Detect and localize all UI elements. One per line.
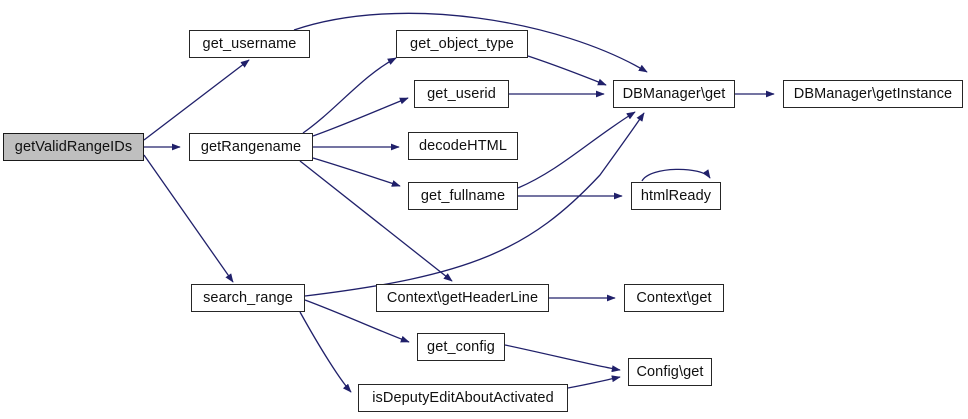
edge-getRangename-to-get_userid: [312, 97, 409, 137]
node-htmlReady[interactable]: htmlReady: [631, 182, 721, 210]
edge-getRangename-to-ContextGetHeaderLine: [299, 160, 453, 282]
edge-getValidRangeIDs-to-search_range: [143, 154, 234, 283]
node-label-isDeputyEditAboutActivated: isDeputyEditAboutActivated: [372, 389, 554, 406]
node-label-get_fullname: get_fullname: [420, 187, 506, 204]
node-get_fullname[interactable]: get_fullname: [408, 182, 518, 210]
edge-getRangename-to-get_fullname: [312, 157, 401, 187]
node-label-getRangename: getRangename: [200, 138, 302, 155]
node-getRangename[interactable]: getRangename: [189, 133, 313, 161]
node-label-get_object_type: get_object_type: [410, 35, 514, 52]
node-getValidRangeIDs[interactable]: getValidRangeIDs: [3, 133, 144, 161]
node-label-DBManagerGet: DBManager\get: [622, 85, 726, 102]
node-label-ConfigGet: Config\get: [636, 363, 704, 380]
edge-getRangename-to-get_object_type: [302, 57, 397, 134]
node-decodeHTML[interactable]: decodeHTML: [408, 132, 518, 160]
node-label-getValidRangeIDs: getValidRangeIDs: [14, 138, 133, 155]
node-label-DBManagerGetInstance: DBManager\getInstance: [793, 85, 953, 102]
node-label-get_config: get_config: [427, 338, 495, 355]
node-label-ContextGet: Context\get: [636, 289, 712, 306]
edge-get_fullname-to-DBManagerGet: [517, 111, 636, 189]
node-DBManagerGetInstance[interactable]: DBManager\getInstance: [783, 80, 963, 108]
node-get_object_type[interactable]: get_object_type: [396, 30, 528, 58]
node-get_username[interactable]: get_username: [189, 30, 310, 58]
edge-search_range-to-isDeputyEditAboutActivated: [299, 311, 352, 393]
node-label-htmlReady: htmlReady: [640, 187, 712, 204]
node-get_config[interactable]: get_config: [417, 333, 505, 361]
node-label-get_userid: get_userid: [427, 85, 496, 102]
edge-htmlReady-to-htmlReady: [641, 168, 711, 182]
node-ConfigGet[interactable]: Config\get: [628, 358, 712, 386]
node-DBManagerGet[interactable]: DBManager\get: [613, 80, 735, 108]
node-label-ContextGetHeaderLine: Context\getHeaderLine: [386, 289, 539, 306]
node-label-get_username: get_username: [202, 35, 297, 52]
node-isDeputyEditAboutActivated[interactable]: isDeputyEditAboutActivated: [358, 384, 568, 412]
node-label-decodeHTML: decodeHTML: [418, 137, 508, 154]
edge-get_config-to-ConfigGet: [504, 344, 621, 373]
node-search_range[interactable]: search_range: [191, 284, 305, 312]
node-get_userid[interactable]: get_userid: [414, 80, 509, 108]
edge-get_object_type-to-DBManagerGet: [527, 55, 607, 86]
node-ContextGetHeaderLine[interactable]: Context\getHeaderLine: [376, 284, 549, 312]
node-label-search_range: search_range: [203, 289, 293, 306]
edge-getValidRangeIDs-to-get_username: [143, 59, 250, 141]
edge-isDeputyEditAboutActivated-to-ConfigGet: [567, 375, 621, 389]
node-ContextGet[interactable]: Context\get: [624, 284, 724, 312]
